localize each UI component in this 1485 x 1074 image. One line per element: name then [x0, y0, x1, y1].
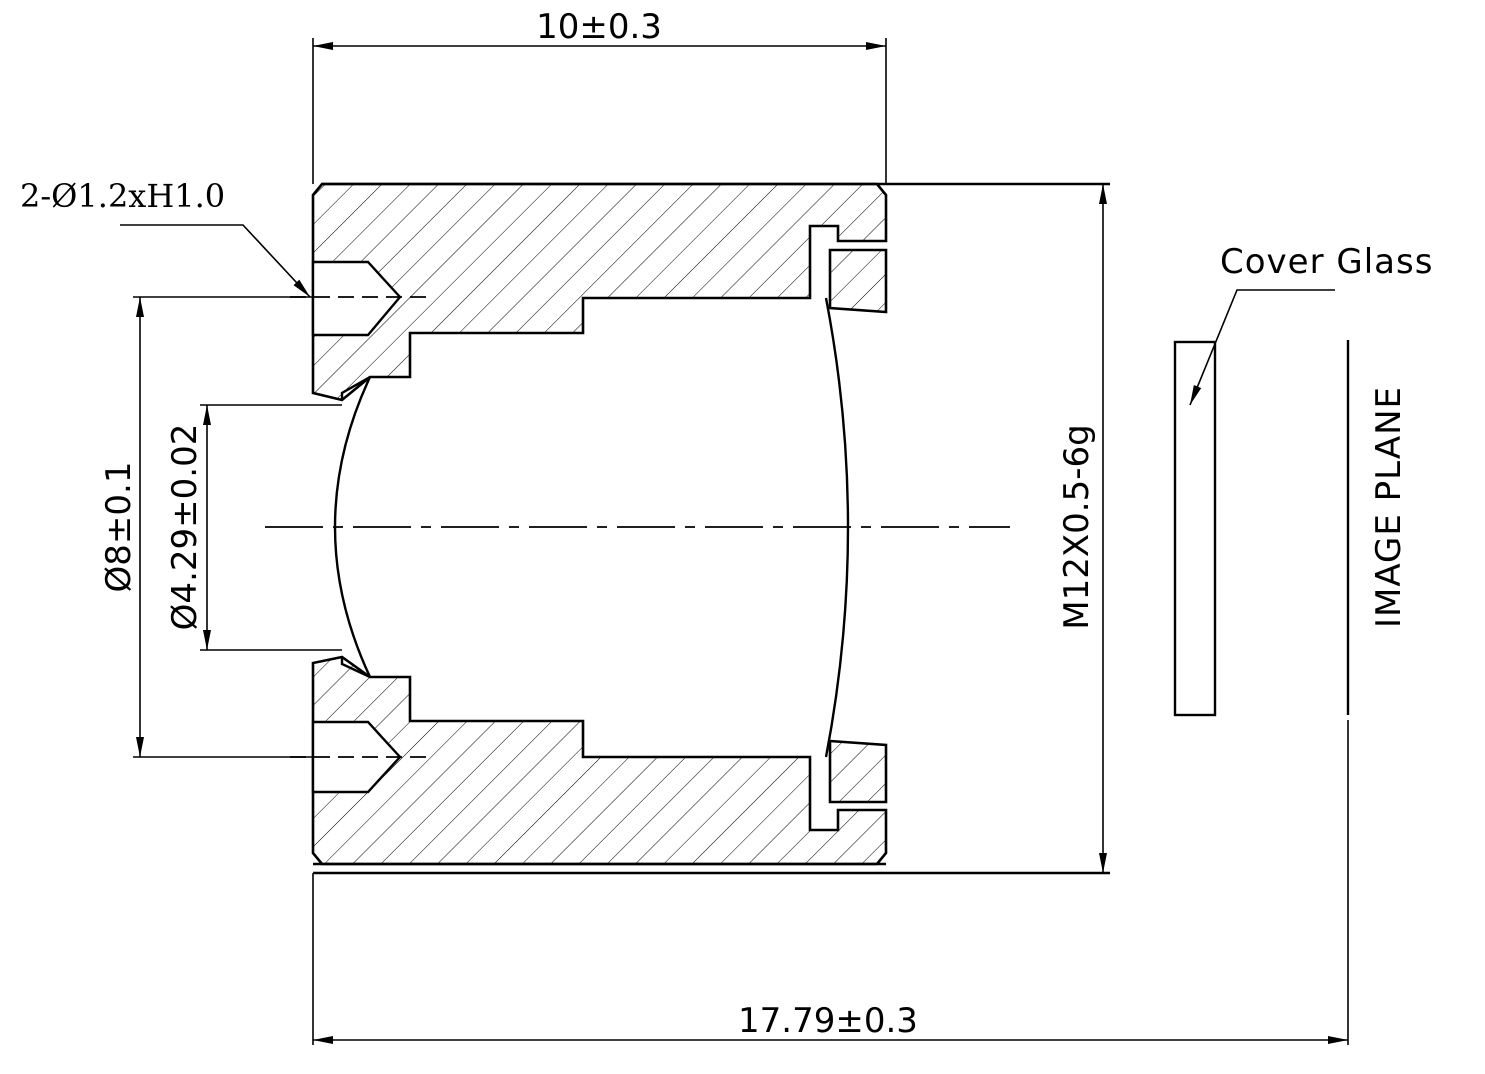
dim-aperture: Ø4.29±0.02: [165, 424, 205, 631]
dim-lens-length: 10±0.3: [536, 7, 662, 47]
dim-thread: M12X0.5-6g: [1057, 424, 1097, 629]
dim-hole-callout: 2-Ø1.2xH1.0: [20, 177, 225, 215]
retainer-ring-lower: [828, 739, 888, 804]
dim-hole-spacing: Ø8±0.1: [99, 462, 139, 593]
hole-leader: [120, 224, 311, 298]
aperture-step-upper: [340, 375, 371, 400]
cover-glass-leader: [1189, 289, 1335, 406]
screw-hole-lower: [311, 720, 402, 794]
image-plane-label: IMAGE PLANE: [1369, 386, 1409, 628]
barrel-lower-section: [311, 655, 888, 866]
screw-hole-upper: [311, 260, 402, 337]
barrel-upper-section: [311, 182, 888, 402]
retainer-ring-upper: [828, 248, 888, 314]
aperture-step-lower: [340, 657, 371, 679]
cover-glass-label: Cover Glass: [1220, 242, 1433, 282]
dim-total-length: 17.79±0.3: [738, 1001, 918, 1041]
cover-glass: [1173, 340, 1217, 717]
